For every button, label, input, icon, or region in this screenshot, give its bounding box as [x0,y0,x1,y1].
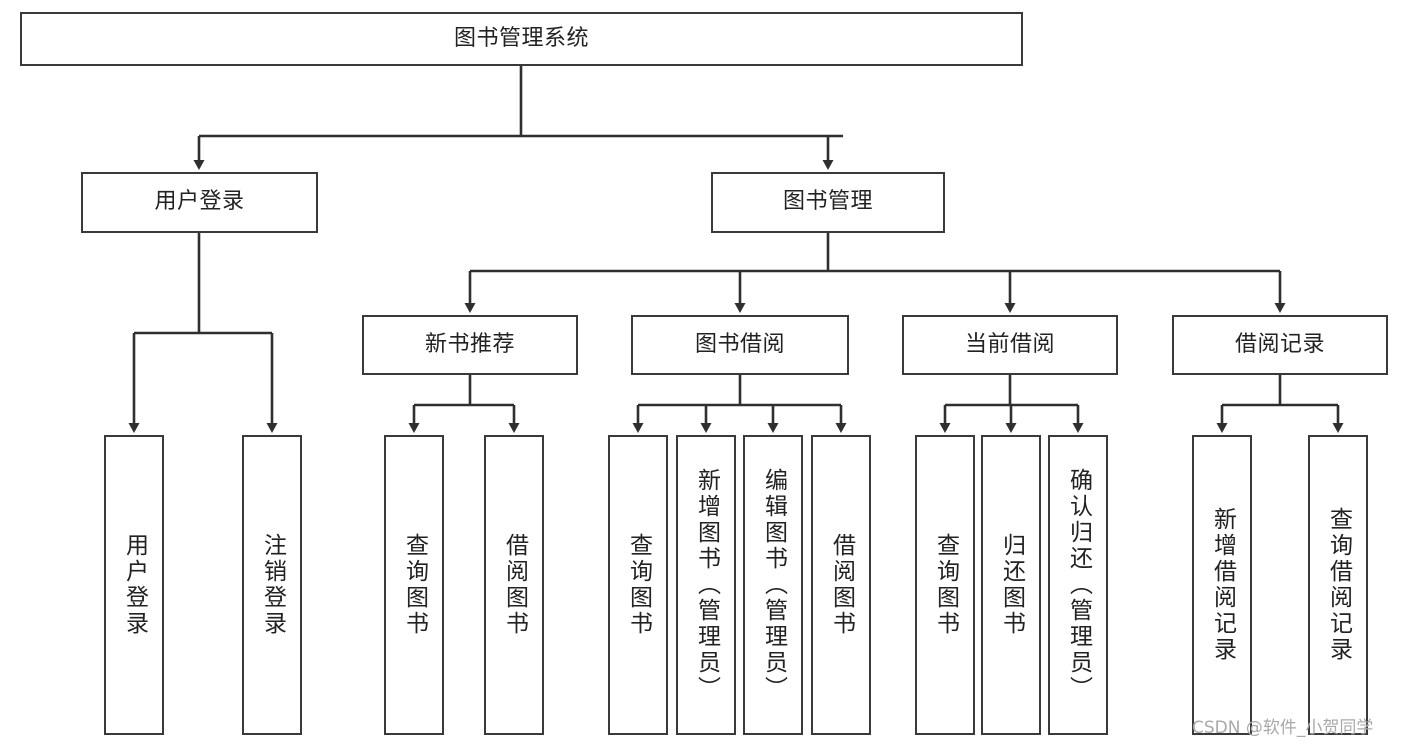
node-label: 查询图书 [401,533,428,637]
node-label: 注销登录 [259,533,286,637]
node-borrow-record[interactable]: 借阅记录 [1172,315,1388,375]
node-user-login[interactable]: 用户登录 [81,172,318,233]
leaf-borrow-query-book[interactable]: 查询图书 [608,435,668,735]
node-label: 查询图书 [932,533,959,637]
node-label: 图书管理系统 [453,25,589,51]
node-label: 用户登录 [121,533,148,637]
csdn-watermark: CSDN @软件_小贺同学 [1192,718,1374,738]
node-label: 图书借阅 [694,331,785,357]
node-root-system[interactable]: 图书管理系统 [20,12,1023,66]
leaf-record-add-record[interactable]: 新增借阅记录 [1192,435,1252,735]
node-current-borrow[interactable]: 当前借阅 [902,315,1118,375]
node-label: 借阅图书 [828,533,855,637]
node-label: 借阅记录 [1234,331,1325,357]
leaf-recommend-borrow-book[interactable]: 借阅图书 [484,435,544,735]
node-label: 借阅图书 [501,533,528,637]
leaf-user-login-signout[interactable]: 注销登录 [242,435,302,735]
leaf-borrow-borrow-book[interactable]: 借阅图书 [811,435,871,735]
node-book-management[interactable]: 图书管理 [711,172,945,233]
node-label: 当前借阅 [964,331,1055,357]
node-label: 编辑图书（管理员） [760,468,787,702]
leaf-current-confirm-return-admin[interactable]: 确认归还（管理员） [1048,435,1108,735]
leaf-borrow-edit-book-admin[interactable]: 编辑图书（管理员） [743,435,803,735]
leaf-current-query-book[interactable]: 查询图书 [915,435,975,735]
node-label: 新增图书（管理员） [693,468,720,702]
leaf-recommend-query-book[interactable]: 查询图书 [384,435,444,735]
node-label: 新增借阅记录 [1209,507,1236,663]
node-label: 确认归还（管理员） [1065,468,1092,702]
node-label: 查询图书 [625,533,652,637]
leaf-record-query-record[interactable]: 查询借阅记录 [1308,435,1368,735]
node-label: 查询借阅记录 [1325,507,1352,663]
node-book-borrow[interactable]: 图书借阅 [631,315,849,375]
leaf-current-return-book[interactable]: 归还图书 [981,435,1041,735]
node-new-book-recommend[interactable]: 新书推荐 [362,315,578,375]
leaf-borrow-add-book-admin[interactable]: 新增图书（管理员） [676,435,736,735]
node-label: 归还图书 [998,533,1025,637]
node-label: 用户登录 [154,189,245,215]
node-label: 新书推荐 [424,331,515,357]
leaf-user-login-signin[interactable]: 用户登录 [104,435,164,735]
node-label: 图书管理 [782,189,873,215]
